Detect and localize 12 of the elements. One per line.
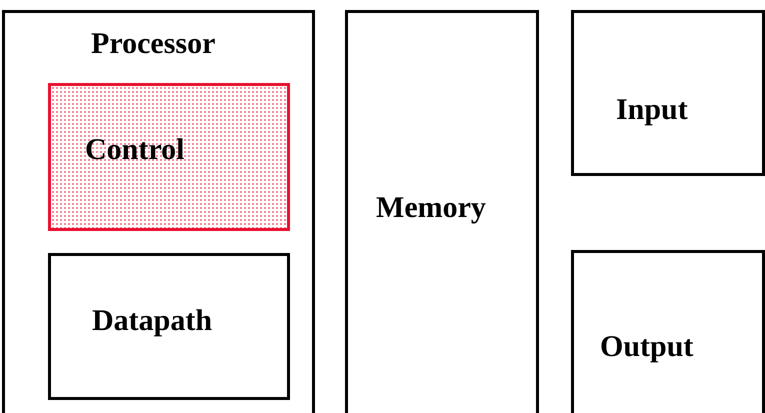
control-box	[48, 83, 290, 231]
box-label: Datapath	[92, 304, 212, 337]
processor-box	[2, 10, 315, 413]
memory-box	[345, 10, 539, 413]
box-label: Output	[600, 330, 694, 363]
box-label: Input	[616, 93, 688, 126]
output-box	[571, 250, 765, 413]
input-box	[571, 10, 765, 176]
box-label: Memory	[376, 191, 486, 224]
box-label: Control	[85, 133, 184, 166]
box-label: Processor	[91, 27, 216, 60]
datapath-box	[48, 253, 290, 400]
